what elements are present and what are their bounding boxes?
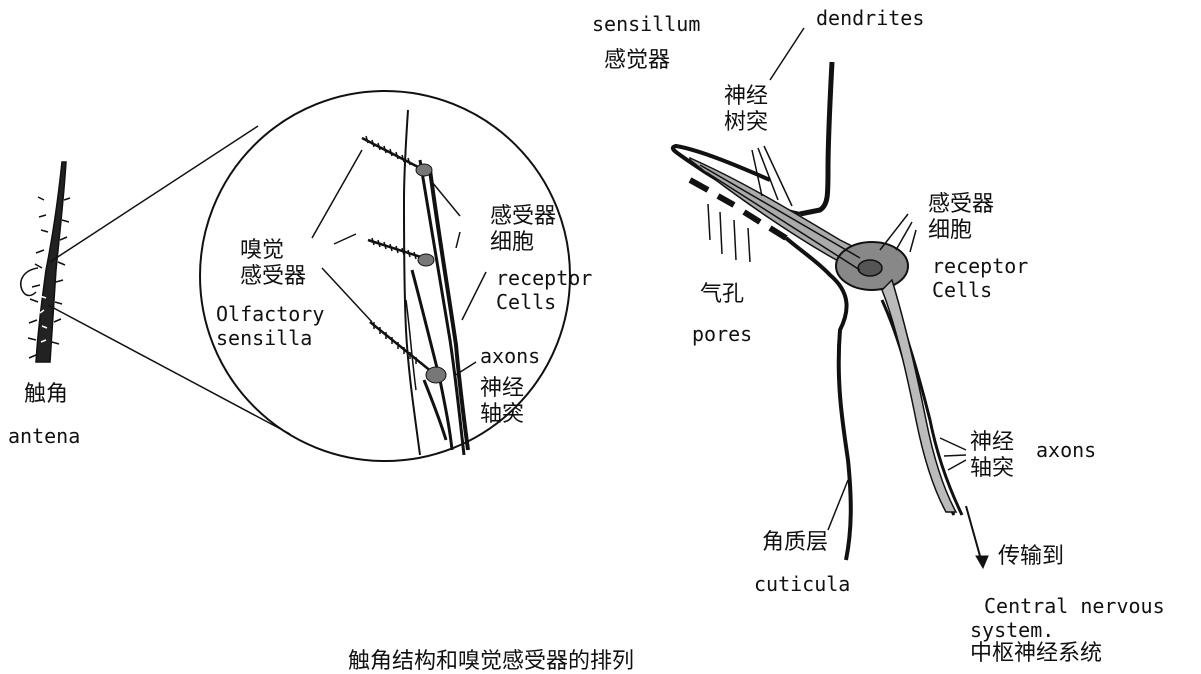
receptor-left-en-2: Cells bbox=[496, 292, 556, 312]
cns-label-en-1: Central nervous bbox=[984, 596, 1165, 616]
sensillum-drawing bbox=[673, 62, 962, 560]
pores-label-en: pores bbox=[692, 324, 752, 344]
sensillum-label-zh: 感觉器 bbox=[604, 50, 670, 72]
cuticula-label-en: cuticula bbox=[754, 574, 850, 594]
receptor-right-en-2: Cells bbox=[932, 280, 992, 300]
receptor-left-zh-2: 细胞 bbox=[490, 232, 534, 254]
antenna-label-zh: 触角 bbox=[24, 384, 68, 406]
dendrites-label-zh-2: 树突 bbox=[724, 112, 768, 134]
sensillum-label-en: sensillum bbox=[592, 14, 700, 34]
cns-label-zh: 中枢神经系统 bbox=[970, 643, 1102, 665]
magnified-segment bbox=[404, 110, 468, 455]
axons-left-en: axons bbox=[480, 346, 540, 366]
cuticula-label-zh: 角质层 bbox=[762, 532, 828, 554]
receptor-right-zh-2: 细胞 bbox=[928, 220, 972, 242]
olfactory-label-en-1: Olfactory bbox=[216, 304, 324, 324]
axons-right-en: axons bbox=[1036, 440, 1096, 460]
axons-right-zh-1: 神经 bbox=[970, 432, 1014, 454]
dendrites-label-en: dendrites bbox=[816, 8, 924, 28]
pores-label-zh: 气孔 bbox=[700, 284, 744, 306]
receptor-left-en-1: receptor bbox=[496, 268, 592, 288]
pointer-lines-left bbox=[312, 150, 486, 376]
antenna-drawing bbox=[21, 162, 70, 362]
arrow-to-cns bbox=[966, 506, 988, 568]
olfactory-label-en-2: sensilla bbox=[216, 328, 312, 348]
diagram-caption: 触角结构和嗅觉感受器的排列 bbox=[348, 651, 634, 673]
olfactory-label-zh-2: 感受器 bbox=[240, 266, 306, 288]
dendrites-label-zh-1: 神经 bbox=[724, 86, 768, 108]
axons-left-zh-1: 神经 bbox=[480, 378, 524, 400]
receptor-right-zh-1: 感受器 bbox=[928, 194, 994, 216]
axons-left-zh-2: 轴突 bbox=[480, 404, 524, 426]
cns-label-en-2: system. bbox=[970, 620, 1054, 640]
transmit-label-zh: 传输到 bbox=[998, 546, 1064, 568]
receptor-right-en-1: receptor bbox=[932, 256, 1028, 276]
antenna-label-en: antena bbox=[8, 426, 80, 446]
zoom-line-top bbox=[50, 126, 258, 262]
olfactory-label-zh-1: 嗅觉 bbox=[240, 240, 284, 262]
axons-right-zh-2: 轴突 bbox=[970, 458, 1014, 480]
receptor-left-zh-1: 感受器 bbox=[490, 206, 556, 228]
